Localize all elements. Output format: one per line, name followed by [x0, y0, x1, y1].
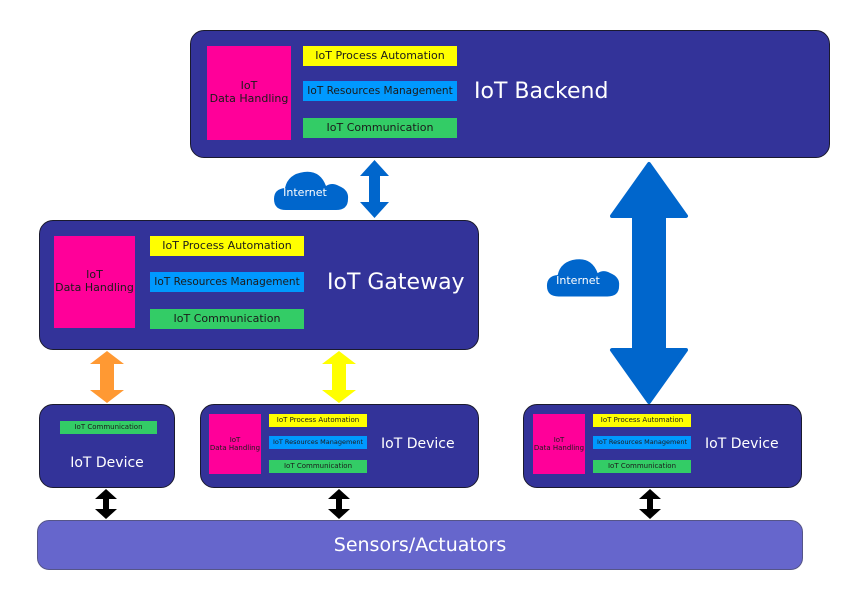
device3-sensors-arrow-icon: [639, 489, 661, 519]
sensors-label: Sensors/Actuators: [333, 534, 507, 556]
device1-title: IoT Device: [70, 455, 144, 471]
gateway-resources-management: IoT Resources Management: [150, 272, 304, 292]
backend-process-automation: IoT Process Automation: [303, 46, 457, 66]
backend-device-arrow-icon: [610, 162, 688, 404]
device3-resources-management: IoT Resources Management: [593, 436, 691, 449]
gateway-title: IoT Gateway: [327, 270, 465, 295]
iot-device-2-box: IoT Data Handling IoT Process Automation…: [200, 404, 479, 488]
device3-communication: IoT Communication: [593, 460, 691, 473]
gateway-process-automation: IoT Process Automation: [150, 236, 304, 256]
backend-data-handling: IoT Data Handling: [207, 46, 291, 140]
internet-cloud-icon: [274, 171, 349, 210]
device2-sensors-arrow-icon: [328, 489, 350, 519]
iot-device-1-box: IoT Communication IoT Device: [39, 404, 175, 488]
device3-data-handling: IoT Data Handling: [533, 414, 585, 474]
internet-label: Internet: [283, 186, 327, 199]
device2-communication: IoT Communication: [269, 460, 367, 473]
gateway-data-handling: IoT Data Handling: [54, 236, 135, 328]
sensors-actuators-bar: Sensors/Actuators: [37, 520, 803, 570]
device2-process-automation: IoT Process Automation: [269, 414, 367, 427]
device1-sensors-arrow-icon: [95, 489, 117, 519]
device3-title: IoT Device: [705, 436, 779, 452]
device2-resources-management: IoT Resources Management: [269, 436, 367, 449]
gateway-device2-arrow-icon: [322, 351, 356, 403]
device2-title: IoT Device: [381, 436, 455, 452]
internet-label: Internet: [556, 274, 600, 287]
backend-communication: IoT Communication: [303, 118, 457, 138]
device3-process-automation: IoT Process Automation: [593, 414, 691, 427]
iot-backend-box: IoT Data Handling IoT Process Automation…: [190, 30, 830, 158]
iot-gateway-box: IoT Data Handling IoT Process Automation…: [39, 220, 479, 350]
backend-resources-management: IoT Resources Management: [303, 81, 457, 101]
backend-title: IoT Backend: [474, 79, 609, 104]
iot-device-3-box: IoT Data Handling IoT Process Automation…: [523, 404, 802, 488]
internet-cloud-icon: [546, 259, 620, 297]
gateway-communication: IoT Communication: [150, 309, 304, 329]
device2-data-handling: IoT Data Handling: [209, 414, 261, 474]
gateway-device1-arrow-icon: [90, 351, 124, 403]
backend-gateway-arrow-icon: [360, 160, 389, 218]
device1-communication: IoT Communication: [60, 421, 157, 434]
